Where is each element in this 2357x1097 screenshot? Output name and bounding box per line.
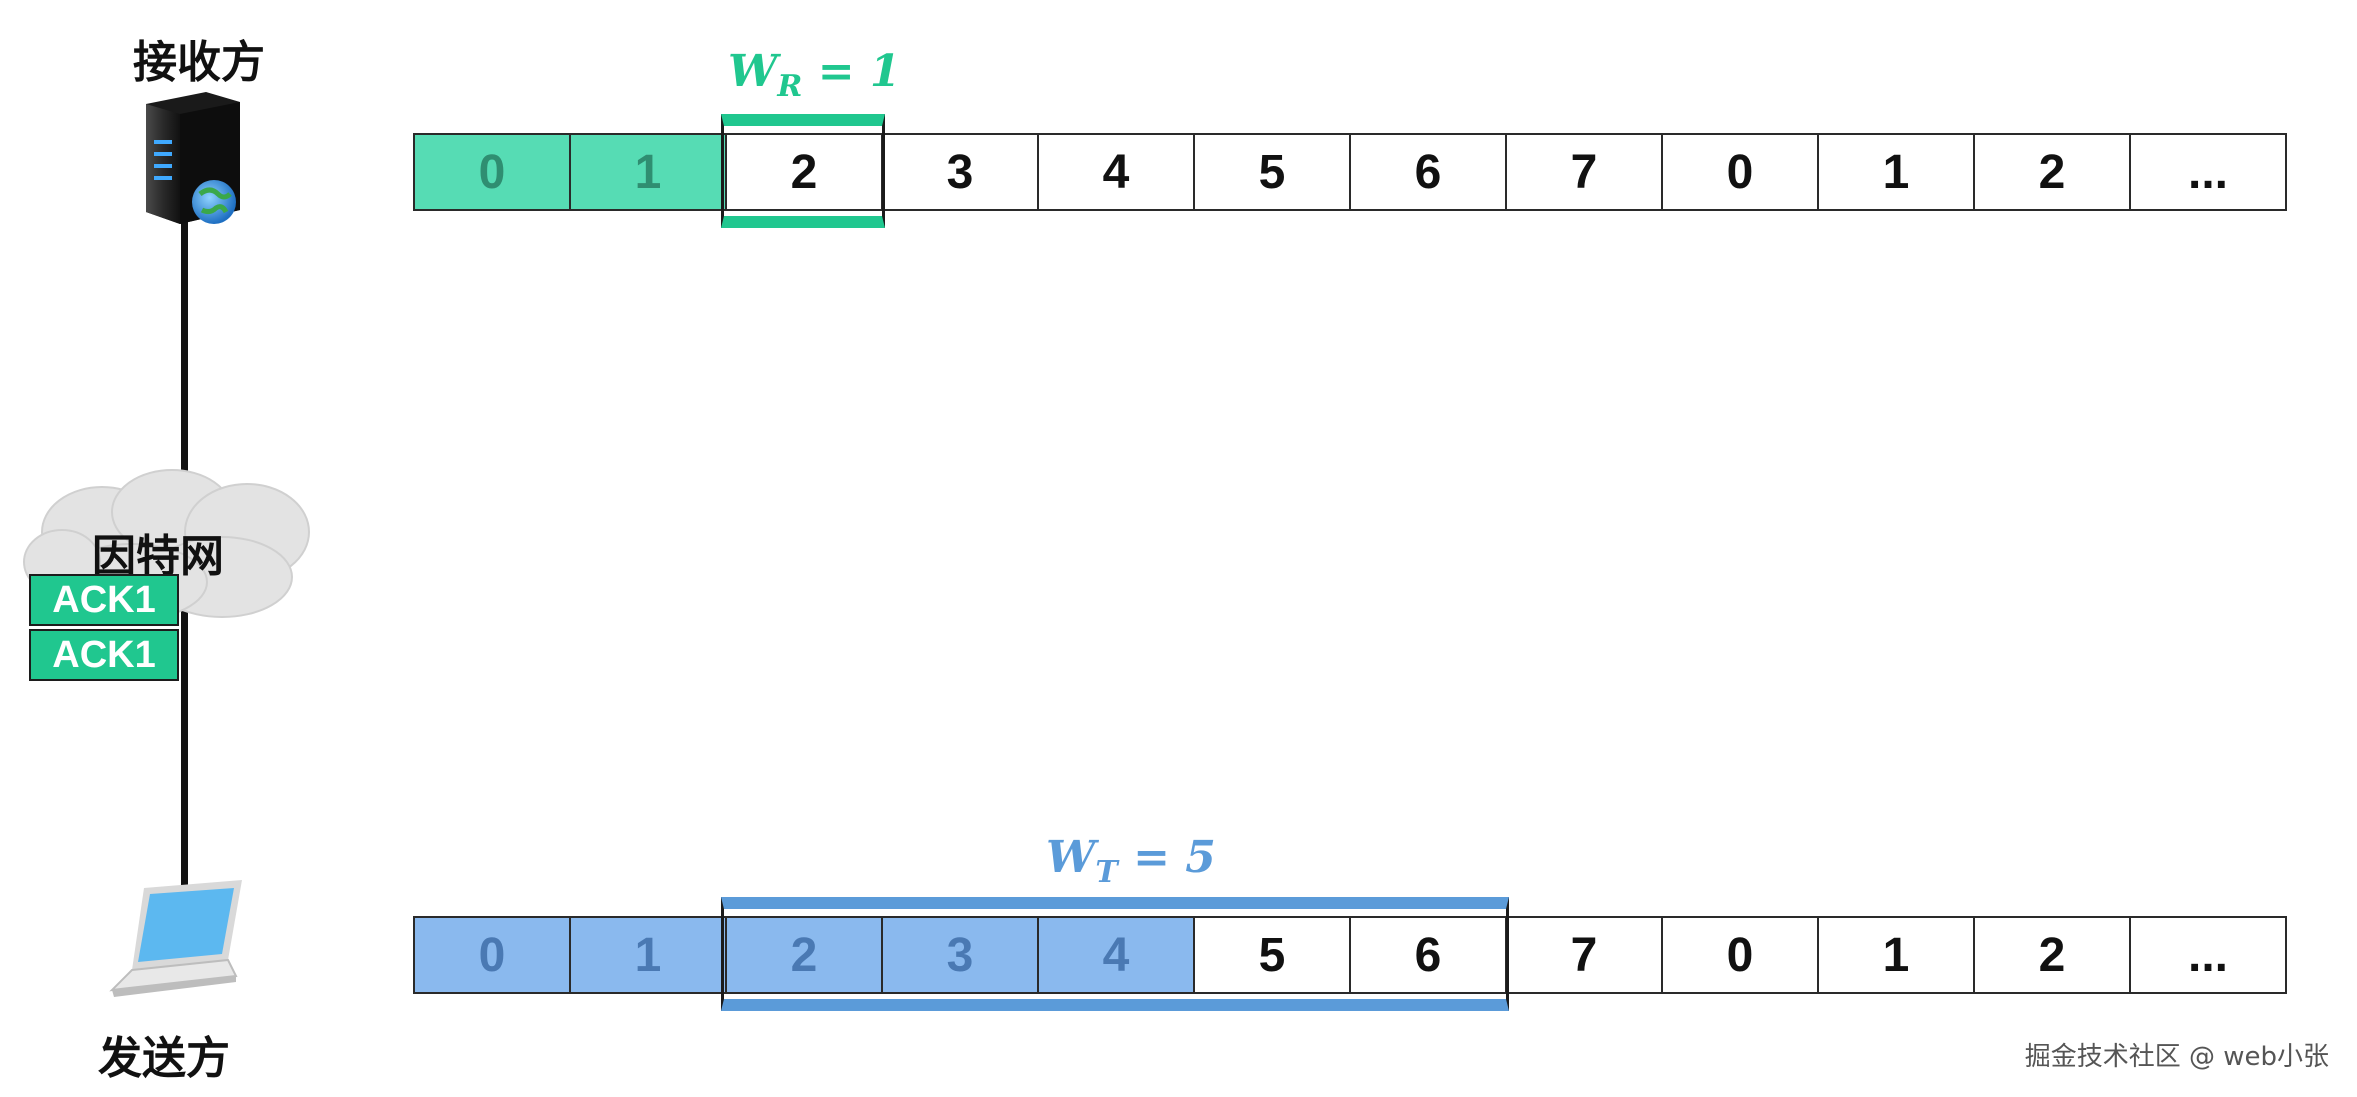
sender-label: 发送方 bbox=[98, 1033, 230, 1084]
sender-seq-cell: 3 bbox=[881, 916, 1039, 994]
sender-seq-cell: 2 bbox=[1973, 916, 2131, 994]
receiver-seq-cell: 4 bbox=[1037, 133, 1195, 211]
receiver-seq-cell: 6 bbox=[1349, 133, 1507, 211]
laptop-icon bbox=[104, 880, 244, 1000]
sender-seq-cell: 4 bbox=[1037, 916, 1195, 994]
receiver-seq-cell: 3 bbox=[881, 133, 1039, 211]
sender-window-formula: WT = 5 bbox=[1046, 832, 1216, 890]
sender-window-bracket bbox=[721, 897, 1509, 1011]
receiver-seq-cell: 1 bbox=[1817, 133, 1975, 211]
sender-seq-cell: 0 bbox=[413, 916, 571, 994]
receiver-seq-cell: 7 bbox=[1505, 133, 1663, 211]
sender-window-sub: T bbox=[1095, 854, 1118, 890]
receiver-seq-cell: 5 bbox=[1193, 133, 1351, 211]
sender-seq-cell: 1 bbox=[569, 916, 727, 994]
sender-seq-cell: 1 bbox=[1817, 916, 1975, 994]
sender-seq-cell: 7 bbox=[1505, 916, 1663, 994]
sender-seq-cell: 2 bbox=[725, 916, 883, 994]
ack-packet: ACK1 bbox=[29, 629, 179, 681]
receiver-window-formula: WR = 1 bbox=[728, 46, 901, 104]
receiver-seq-cell: 0 bbox=[1661, 133, 1819, 211]
sender-window-symbol: W bbox=[1046, 832, 1096, 883]
receiver-seq-cell: 2 bbox=[1973, 133, 2131, 211]
ack-packet: ACK1 bbox=[29, 574, 179, 626]
internet-label: 因特网 bbox=[92, 531, 224, 582]
sender-window-value: = 5 bbox=[1133, 832, 1216, 883]
receiver-window-symbol: W bbox=[728, 46, 778, 97]
sender-seq-cell: 0 bbox=[1661, 916, 1819, 994]
receiver-label: 接收方 bbox=[133, 37, 265, 88]
sender-seq-cell: 5 bbox=[1193, 916, 1351, 994]
sender-seq-cell: ... bbox=[2129, 916, 2287, 994]
receiver-seq-cell: 1 bbox=[569, 133, 727, 211]
receiver-window-sub: R bbox=[777, 68, 803, 104]
receiver-seq-cell: 0 bbox=[413, 133, 571, 211]
sender-seq-cell: 6 bbox=[1349, 916, 1507, 994]
server-icon bbox=[136, 92, 246, 232]
receiver-seq-cell: ... bbox=[2129, 133, 2287, 211]
receiver-window-value: = 1 bbox=[817, 46, 901, 97]
receiver-seq-cell: 2 bbox=[725, 133, 883, 211]
watermark: 掘金技术社区 @ web小张 bbox=[2024, 1042, 2329, 1072]
receiver-window-bracket bbox=[721, 114, 885, 228]
